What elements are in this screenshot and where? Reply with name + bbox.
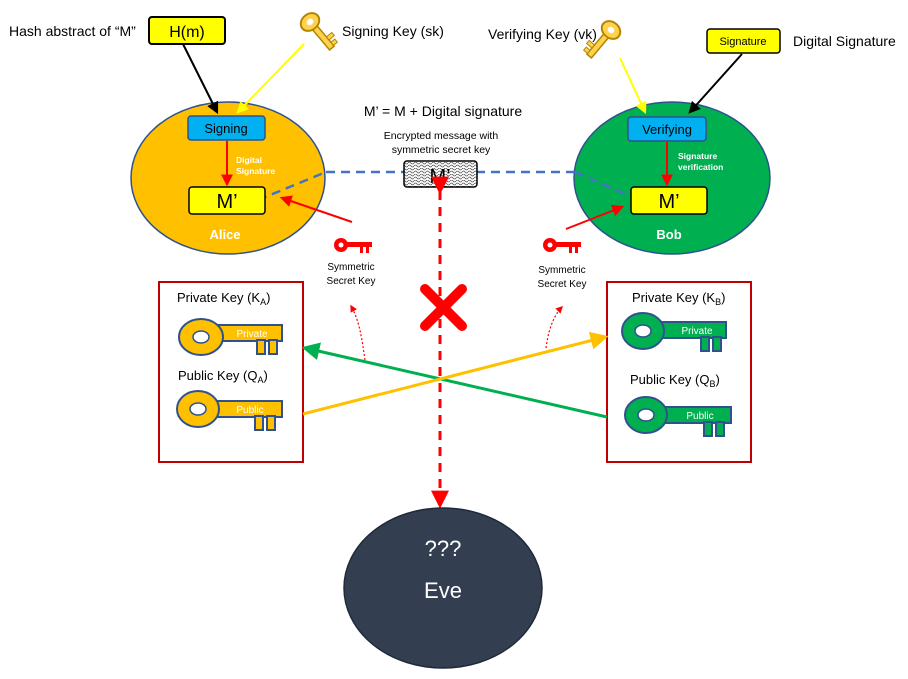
bob-sym-curve-arrow (545, 305, 564, 349)
alice-symmetric-key-icon (334, 238, 372, 253)
alice-public-to-bob-arrow (302, 331, 609, 416)
hash-abstract-label: Hash abstract of “M” (9, 23, 136, 39)
signing-label: Signing (204, 121, 247, 136)
signing-box (187, 115, 266, 141)
cipher-message-label: M’ (429, 166, 450, 188)
bob-m-prime-box (630, 186, 708, 215)
sym-key-to-alice-arrow (279, 195, 353, 223)
digital-signature-label: Digital Signature (793, 33, 896, 49)
bob-sym-key-label-line2: Secret Key (538, 279, 587, 290)
alice-private-key-icon (178, 318, 283, 356)
bob-public-key-label: Public Key (QB) (630, 372, 720, 389)
dashed-channel-right (574, 170, 631, 198)
alice-label: Alice (209, 227, 240, 242)
alice-edge-label-line2: Signature (236, 166, 275, 176)
alice-private-key-tag: Private (236, 329, 268, 340)
alice-m-prime-box (188, 186, 266, 215)
sym-key-to-bob-arrow (565, 204, 625, 230)
alice-keys-box (158, 281, 304, 463)
bob-keys-box (606, 281, 752, 463)
hm-to-signing-arrow (182, 43, 219, 115)
verifying-key-to-verifying-arrow (619, 57, 647, 115)
bob-private-key-tag: Private (681, 326, 713, 337)
eve-ellipse (343, 507, 543, 669)
bob-private-key-icon (621, 312, 727, 352)
bob-m-prime-label: M’ (658, 191, 679, 213)
dashed-channel-left (257, 170, 327, 202)
bob-public-key-icon (624, 396, 732, 437)
bob-label: Bob (656, 227, 681, 242)
eve-question-label: ??? (425, 536, 462, 561)
alice-sym-curve-arrow (350, 304, 366, 361)
blocked-cross-icon (420, 284, 467, 331)
hm-box-label: H(m) (169, 24, 205, 41)
m-prime-formula: M’ = M + Digital signature (364, 103, 522, 119)
signing-key-to-signing-arrow (236, 43, 305, 114)
bob-edge-label-line1: Signature (678, 151, 717, 161)
encrypted-label-line2: symmetric secret key (392, 144, 491, 156)
signing-key-icon (299, 12, 339, 52)
hm-box (148, 16, 226, 45)
signature-box-label: Signature (719, 36, 766, 48)
signature-to-verifying-arrow (688, 53, 743, 114)
signing-key-label: Signing Key (sk) (342, 23, 444, 39)
bob-edge-label-line2: verification (678, 162, 723, 172)
encrypted-label-line1: Encrypted message with (384, 130, 499, 142)
eve-label: Eve (424, 578, 462, 603)
bob-public-key-tag: Public (686, 411, 713, 422)
alice-sym-key-label-line2: Secret Key (327, 276, 376, 287)
verifying-key-icon (582, 20, 622, 60)
bob-sym-key-label-line1: Symmetric (538, 265, 585, 276)
alice-public-key-label: Public Key (QA) (178, 368, 268, 385)
verifying-key-label: Verifying Key (vk) (488, 26, 597, 42)
alice-edge-label-line1: Digital (236, 155, 262, 165)
bob-symmetric-key-icon (543, 238, 581, 253)
verifying-label: Verifying (642, 122, 692, 137)
bob-private-key-label: Private Key (KB) (632, 290, 725, 307)
signature-box (706, 28, 781, 54)
alice-private-key-label: Private Key (KA) (177, 290, 270, 307)
verifying-box (627, 116, 707, 142)
alice-m-prime-label: M’ (216, 191, 237, 213)
alice-public-key-icon (176, 390, 283, 431)
alice-sym-key-label-line1: Symmetric (327, 262, 374, 273)
bob-public-to-alice-arrow (301, 342, 608, 419)
alice-public-key-tag: Public (236, 405, 263, 416)
